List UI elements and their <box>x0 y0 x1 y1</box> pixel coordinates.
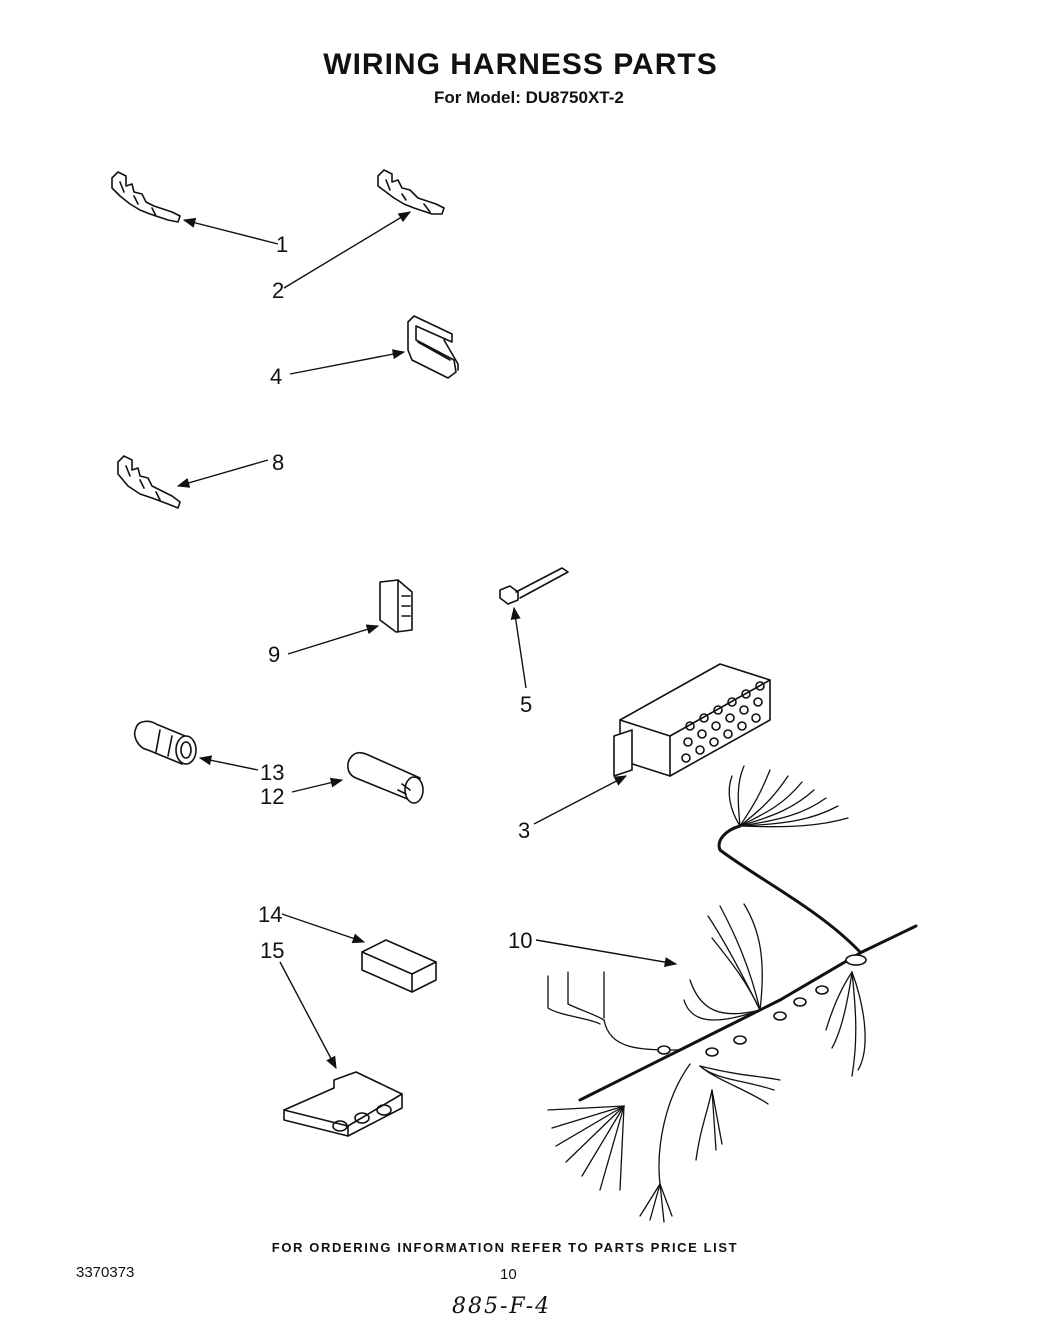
callout-8: 8 <box>272 450 284 475</box>
page-number: 10 <box>500 1266 517 1283</box>
leader-8 <box>176 459 269 488</box>
leader-14 <box>281 913 366 944</box>
leader-13 <box>198 755 259 771</box>
callout-4: 4 <box>270 364 282 389</box>
part-1-terminal <box>111 171 181 223</box>
callout-9: 9 <box>268 642 280 667</box>
leader-9 <box>287 624 380 655</box>
leader-12 <box>291 777 344 793</box>
part-9-connector <box>379 579 413 633</box>
part-10-wiring-harness <box>547 765 918 1223</box>
callout-2: 2 <box>272 278 284 303</box>
part-12-sleeve <box>347 751 424 804</box>
leader-3 <box>533 775 628 825</box>
part-14-housing <box>361 939 437 993</box>
callout-13: 13 <box>260 760 284 785</box>
handwritten-note: 885-F-4 <box>452 1294 552 1319</box>
callout-5: 5 <box>520 692 532 717</box>
document-number: 3370373 <box>76 1264 135 1281</box>
model-subtitle: For Model: DU8750XT-2 <box>434 88 624 107</box>
callout-10: 10 <box>508 928 532 953</box>
leader-10 <box>535 939 678 968</box>
leader-15 <box>279 961 337 1070</box>
leader-4 <box>289 349 406 375</box>
callout-12: 12 <box>260 784 284 809</box>
part-2-terminal <box>377 169 445 215</box>
callout-15: 15 <box>260 938 284 963</box>
part-3-connector-housing <box>613 663 771 777</box>
page-title: WIRING HARNESS PARTS <box>323 48 718 81</box>
callout-3: 3 <box>518 818 530 843</box>
part-8-terminal <box>117 455 181 509</box>
leader-5 <box>510 606 527 689</box>
callout-14: 14 <box>258 902 282 927</box>
ordering-info-note: FOR ORDERING INFORMATION REFER TO PARTS … <box>271 1240 739 1255</box>
leader-2 <box>283 211 412 289</box>
callout-1: 1 <box>276 232 288 257</box>
leader-1 <box>182 217 279 245</box>
part-5-cable-tie <box>499 567 569 605</box>
part-4-clip <box>407 315 459 379</box>
part-13-ferrule <box>133 720 197 765</box>
part-15-connector-clip <box>283 1071 403 1137</box>
